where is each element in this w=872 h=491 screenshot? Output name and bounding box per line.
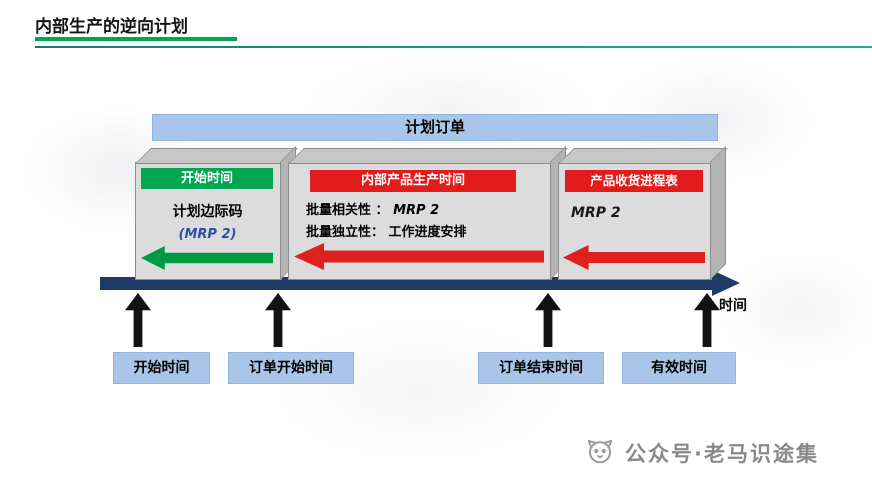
title-underline [35,37,237,41]
watermark-text: 公众号·老马识途集 [625,442,819,466]
timeline-arrowhead-icon [712,270,740,296]
watermark: 公众号·老马识途集 [585,436,819,470]
lot-dependency-row: 批量相关性 ： MRP 2 [306,199,439,218]
page-title: 内部生产的逆向计划 [35,17,188,37]
lot-independency-value: 工作进度安排 [388,225,467,240]
mrp2-label-left: (MRP 2) [178,227,237,242]
label-order-end-time: 订单结束时间 [478,352,604,384]
lot-dependency-label: 批量相关性 ： [306,203,389,218]
animal-face-icon [585,436,615,470]
timeline-arrow [100,277,712,290]
label-order-start-time: 订单开始时间 [228,352,354,384]
lot-independency-label: 批量独立性： [306,225,385,240]
timeline-label: 时间 [719,298,747,314]
mrp2-label-right: MRP 2 [571,205,621,221]
start-time-header: 开始时间 [141,168,273,189]
label-start-time: 开始时间 [113,352,210,384]
receipt-schedule-header: 产品收货进程表 [565,170,703,192]
lot-independency-row: 批量独立性： 工作进度安排 [306,221,467,240]
planning-margin-key-label: 计划边际码 [172,204,243,220]
production-time-header: 内部产品生产时间 [310,170,516,192]
label-valid-time: 有效时间 [622,352,736,384]
lot-dependency-value: MRP 2 [393,203,440,218]
header-divider [35,46,872,48]
planned-order-banner: 计划订单 [152,114,718,141]
